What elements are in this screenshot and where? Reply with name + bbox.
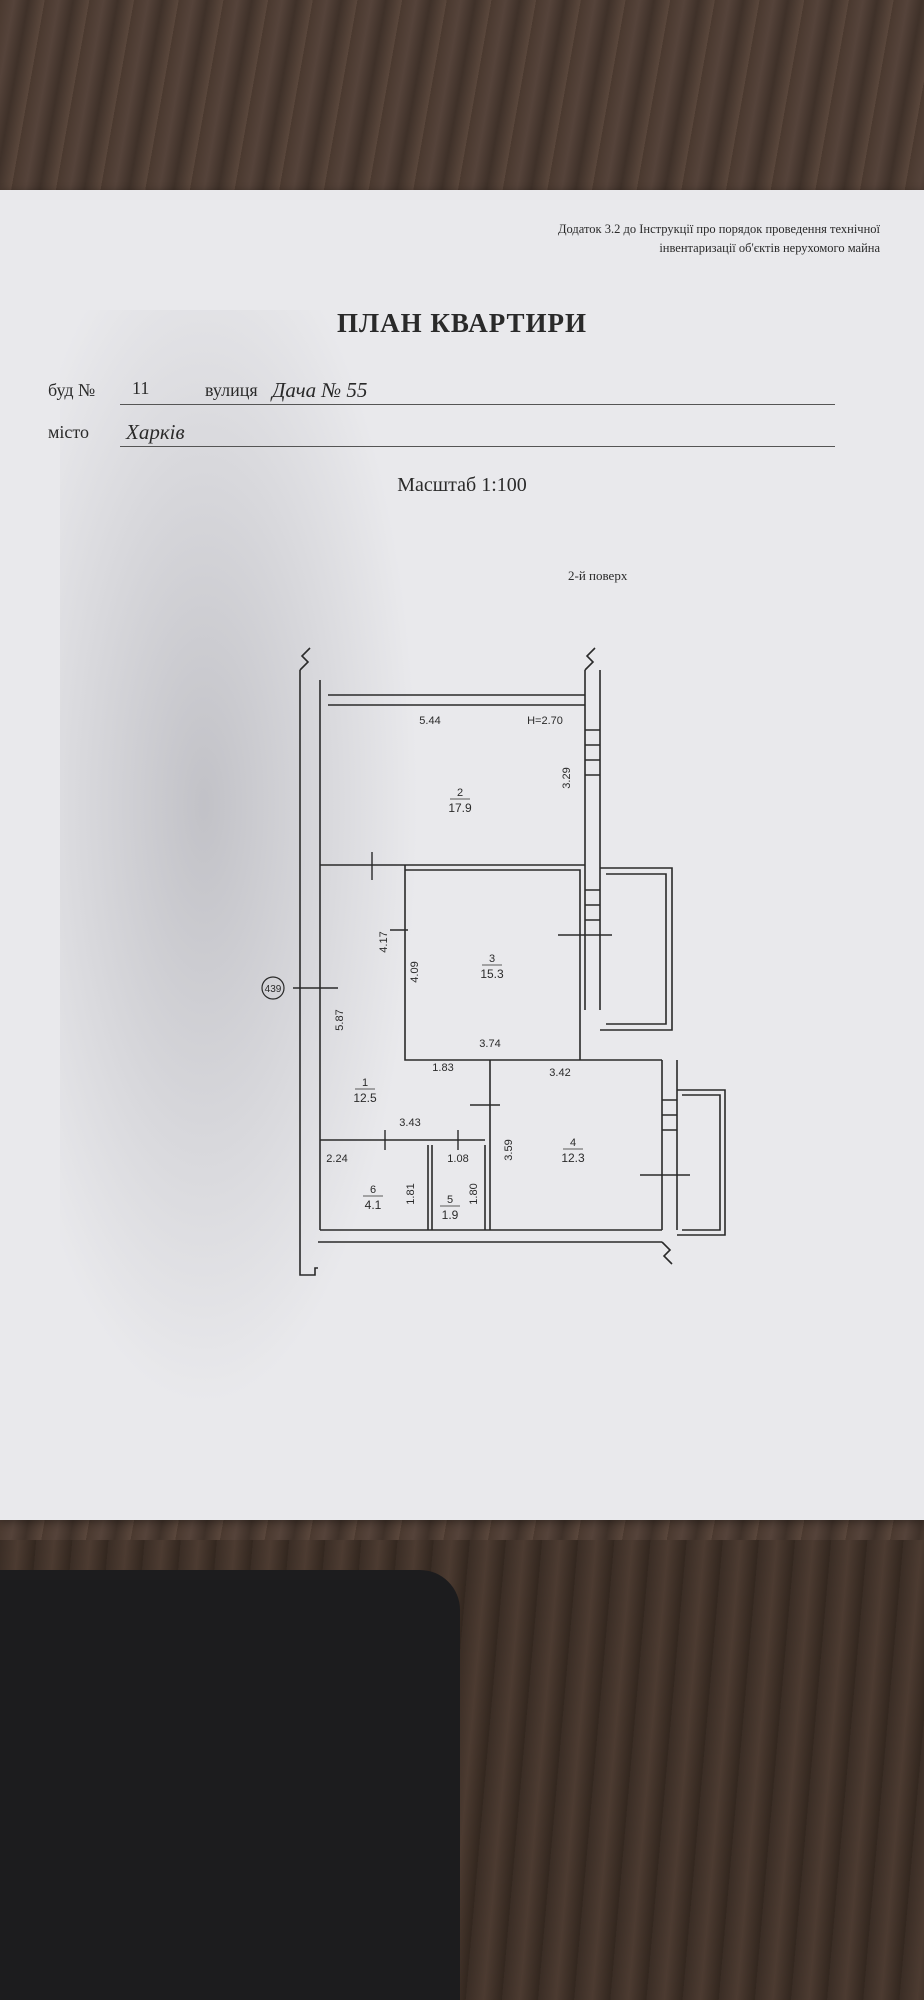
dim-3-42: 3.42 [549, 1067, 570, 1079]
dim-1-08: 1.08 [447, 1153, 468, 1165]
room-2-number: 2 [457, 787, 463, 799]
room-6-number: 6 [370, 1184, 376, 1196]
wall-break-bottom-right [661, 1241, 673, 1265]
floor-plan: 439 5.44 H=2.70 3.29 2 17.9 4.17 4.09 3 … [261, 647, 726, 1276]
room-1-number: 1 [362, 1077, 368, 1089]
annex-note: Додаток 3.2 до Інструкції про порядок пр… [450, 220, 880, 258]
window-room2 [585, 729, 600, 776]
address-underline [120, 404, 835, 405]
dim-5-87: 5.87 [334, 1009, 346, 1030]
room-4-area: 12.3 [561, 1151, 585, 1165]
wall-room3-inner [405, 869, 581, 1060]
balcony-lower-outer [677, 1089, 726, 1236]
balcony-upper-outer [600, 867, 673, 1031]
room-1-area: 12.5 [353, 1091, 377, 1105]
room-5-number: 5 [447, 1194, 453, 1206]
dark-foreground-object [0, 1570, 460, 2000]
room-5-area: 1.9 [442, 1208, 459, 1222]
wall-break-top-left [299, 647, 311, 671]
scale-label: Масштаб 1:100 [397, 474, 527, 496]
marker-circle [261, 976, 285, 1000]
document-sheet: Додаток 3.2 до Інструкції про порядок пр… [0, 190, 924, 1520]
room-4-number: 4 [570, 1137, 576, 1149]
dim-5-44: 5.44 [419, 715, 440, 727]
right-wall-room2 [584, 670, 601, 830]
dim-3-74: 3.74 [479, 1038, 500, 1050]
wall-room6-room5 [427, 1145, 433, 1230]
balcony-lower-inner [682, 1094, 721, 1231]
city-underline [120, 446, 835, 447]
window-room4 [662, 1099, 677, 1131]
document-title: ПЛАН КВАРТИРИ [336, 308, 588, 338]
right-wall-room4 [661, 1060, 678, 1230]
balcony-upper-inner [606, 873, 667, 1025]
dim-1-81: 1.81 [405, 1183, 417, 1204]
bottom-wall [318, 1229, 662, 1243]
room-2-area: 17.9 [448, 801, 472, 815]
annex-line-2: інвентаризації об'єктів нерухомого майна [659, 241, 880, 255]
plan-walls [299, 647, 726, 1276]
ceiling-height: H=2.70 [527, 715, 563, 727]
dim-2-24: 2.24 [326, 1153, 347, 1165]
room-3-area: 15.3 [480, 967, 504, 981]
room-6-area: 4.1 [365, 1198, 382, 1212]
dim-3-29: 3.29 [561, 767, 573, 788]
dim-3-59: 3.59 [503, 1139, 515, 1160]
street-label: вулиця [205, 380, 258, 400]
city-label: місто [48, 422, 90, 442]
dim-1-83: 1.83 [432, 1062, 453, 1074]
building-label: буд № [48, 380, 96, 400]
street-value: Дача № 55 [272, 378, 368, 402]
dim-1-80: 1.80 [468, 1183, 480, 1204]
dim-4-09: 4.09 [409, 961, 421, 982]
door-marks [293, 852, 690, 1176]
city-value: Харків [126, 420, 185, 444]
top-wall [328, 694, 585, 706]
dim-4-17: 4.17 [378, 931, 390, 952]
floor-label: 2-й поверх [568, 568, 628, 583]
room-3-number: 3 [489, 953, 495, 965]
window-room3 [585, 889, 600, 921]
left-wall-outer [299, 670, 318, 1276]
dim-3-43: 3.43 [399, 1117, 420, 1129]
annex-line-1: Додаток 3.2 до Інструкції про порядок пр… [558, 222, 880, 236]
wall-break-top-right [584, 647, 596, 671]
building-value: 11 [132, 378, 150, 398]
marker-label: 439 [265, 984, 282, 995]
